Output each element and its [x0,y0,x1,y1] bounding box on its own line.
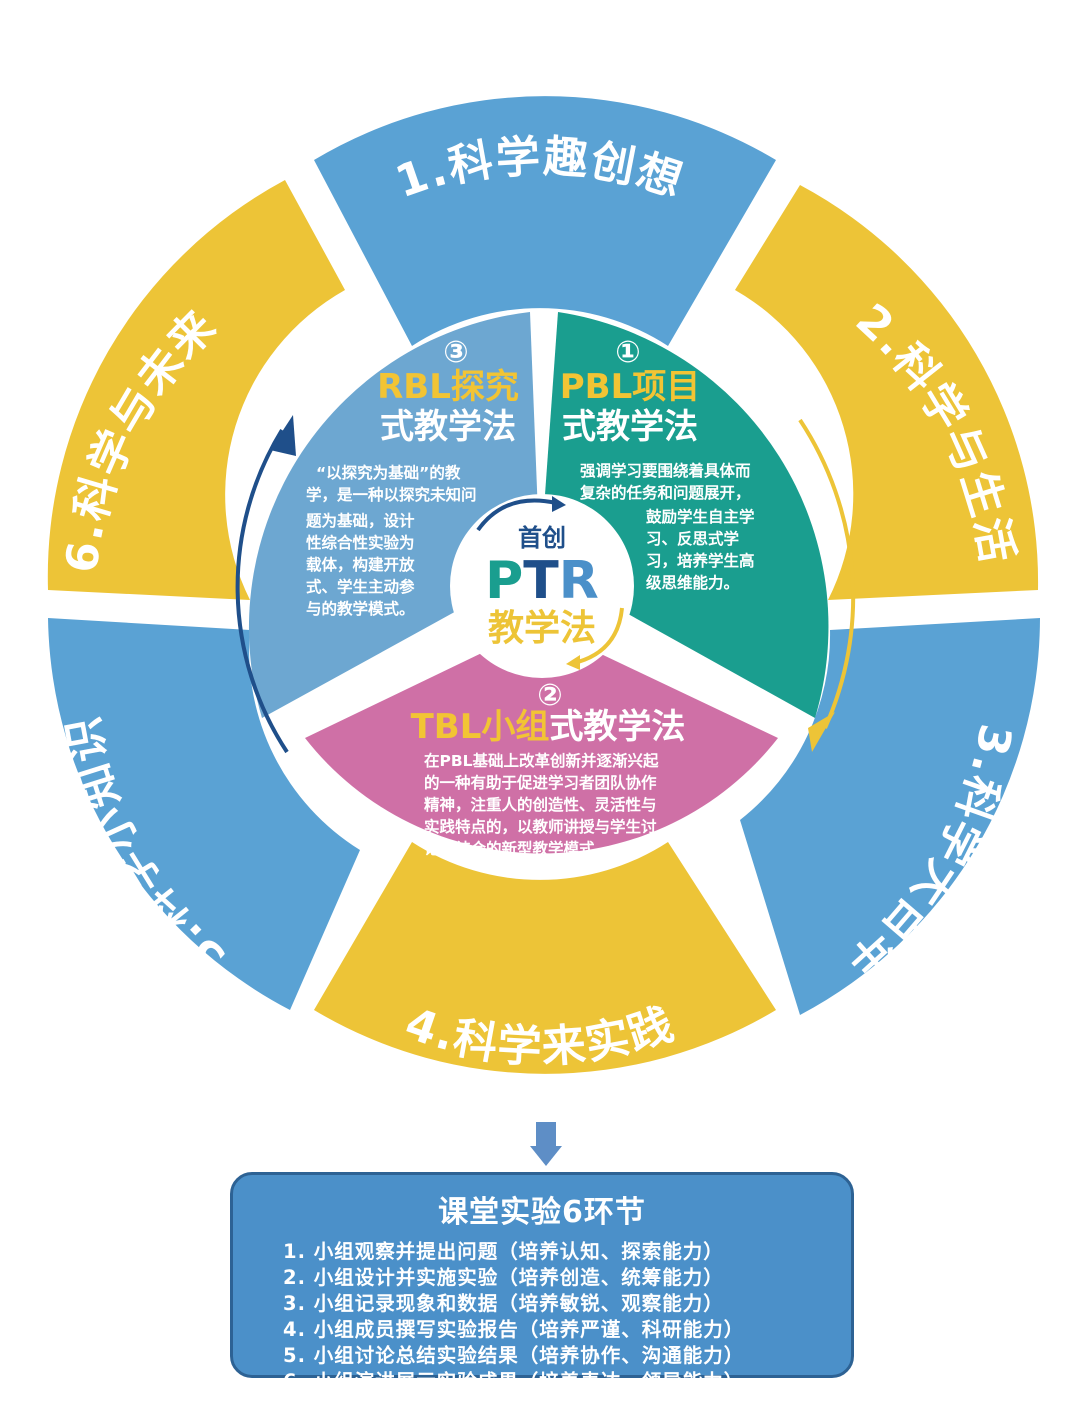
outer-segment-5 [48,618,360,1010]
pbl-desc-5: 级思维能力。 [646,573,739,592]
pbl-sector [540,312,829,718]
pbl-title-first: P [560,367,585,407]
tbl-title-first: T [411,707,435,747]
rbl-title-first: R [377,367,403,407]
rbl-desc-1: 学，是一种以探究未知问 [306,485,477,504]
tbl-desc-1: 的一种有助于促进学习者团队协作 [424,773,657,792]
center-arrow-top-head [552,496,566,512]
center-line3: 教学法 [488,607,596,649]
steps-list: 1. 小组观察并提出问题（培养认知、探索能力） 2. 小组设计并实施实验（培养创… [283,1239,851,1395]
rbl-desc-4: 载体，构建开放 [306,555,415,574]
down-arrow-shaft [536,1122,556,1148]
tbl-title: TBL小组式教学法 [411,707,686,747]
center-arrow-bottom [577,607,624,664]
ptr-diagram: 首创 PTR 教学法 1.科学趣创想 2.科学与生活 3.科学大百年 4.科学来… [47,96,1040,1074]
step-item-1: 1. 小组观察并提出问题（培养认知、探索能力） [283,1240,724,1263]
center-ptr-p: P [485,551,523,611]
outer-segment-6 [47,180,345,600]
tbl-desc-0: 在PBL基础上改革创新并逐渐兴起 [424,751,659,770]
rbl-desc-3: 性综合性实验为 [306,533,415,552]
outer-segment-4 [314,842,776,1074]
left-arrow-head [270,415,296,456]
pbl-desc-1: 复杂的任务和问题展开， [579,483,751,502]
pbl-number: ① [615,335,640,370]
tbl-title-rest: 式教学法 [549,707,685,747]
tbl-desc-4: 论相结合的新型教学模式。 [424,839,610,858]
tbl-number: ② [537,678,562,713]
rbl-number: ③ [443,335,468,370]
left-arrow [235,428,289,754]
pbl-desc-2: 鼓励学生自主学 [646,507,755,526]
step-item-3: 3. 小组记录现象和数据（培养敏锐、观察能力） [283,1292,724,1315]
tbl-desc-2: 精神，注重人的创造性、灵活性与 [424,795,657,814]
rbl-desc-0: “以探究为基础”的教 [316,463,461,482]
step-item-2: 2. 小组设计并实施实验（培养创造、统筹能力） [283,1266,724,1289]
rbl-desc-6: 与的教学模式。 [306,599,415,618]
rbl-sector [248,312,541,718]
tbl-sector [305,625,778,854]
rbl-title: RBL探究 [377,367,519,407]
step-item-4: 4. 小组成员撰写实验报告（培养严谨、科研能力） [283,1318,745,1341]
center-circle [450,494,634,678]
down-arrow-icon [530,1122,562,1168]
outer-segment-1 [314,96,776,347]
right-arrow-head [808,712,835,752]
pbl-title: PBL项目 [560,367,701,407]
right-arrow [798,418,856,729]
rbl-title-rest: BL探究 [403,367,519,407]
rbl-desc-5: 式、学生主动参 [306,577,415,596]
pbl-title-line2: 式教学法 [562,407,698,447]
outer-segment-3 [740,618,1040,1015]
center-arrow-bottom-head [566,655,580,670]
step-item-5: 5. 小组讨论总结实验结果（培养协作、沟通能力） [283,1344,745,1367]
rbl-title-line2: 式教学法 [380,407,516,447]
box-title: 课堂实验6环节 [438,1195,646,1230]
pbl-title-rest: BL项目 [585,367,701,407]
center-arrow-top [476,498,557,532]
center-ptr-t: T [523,551,559,611]
pbl-desc-4: 习，培养学生高 [646,551,755,570]
experiment-steps-box: 课堂实验6环节 1. 小组观察并提出问题（培养认知、探索能力） 2. 小组设计并… [230,1172,854,1393]
tbl-desc-3: 实践特点的，以教师讲授与学生讨 [424,817,657,836]
rbl-desc-2: 题为基础，设计 [306,511,415,530]
pbl-desc-3: 习、反思式学 [646,529,739,548]
center-ptr: PTR [485,551,599,611]
down-arrow-head [530,1146,562,1166]
center-ptr-r: R [559,551,599,611]
step-item-6: 6. 小组演讲展示实验成果（培养表达、领导能力） [283,1370,745,1393]
outer-segment-2 [735,185,1039,600]
tbl-title-mid: BL小组 [434,707,550,747]
center-line1: 首创 [518,524,566,552]
pbl-desc-0: 强调学习要围绕着具体而 [580,461,751,480]
